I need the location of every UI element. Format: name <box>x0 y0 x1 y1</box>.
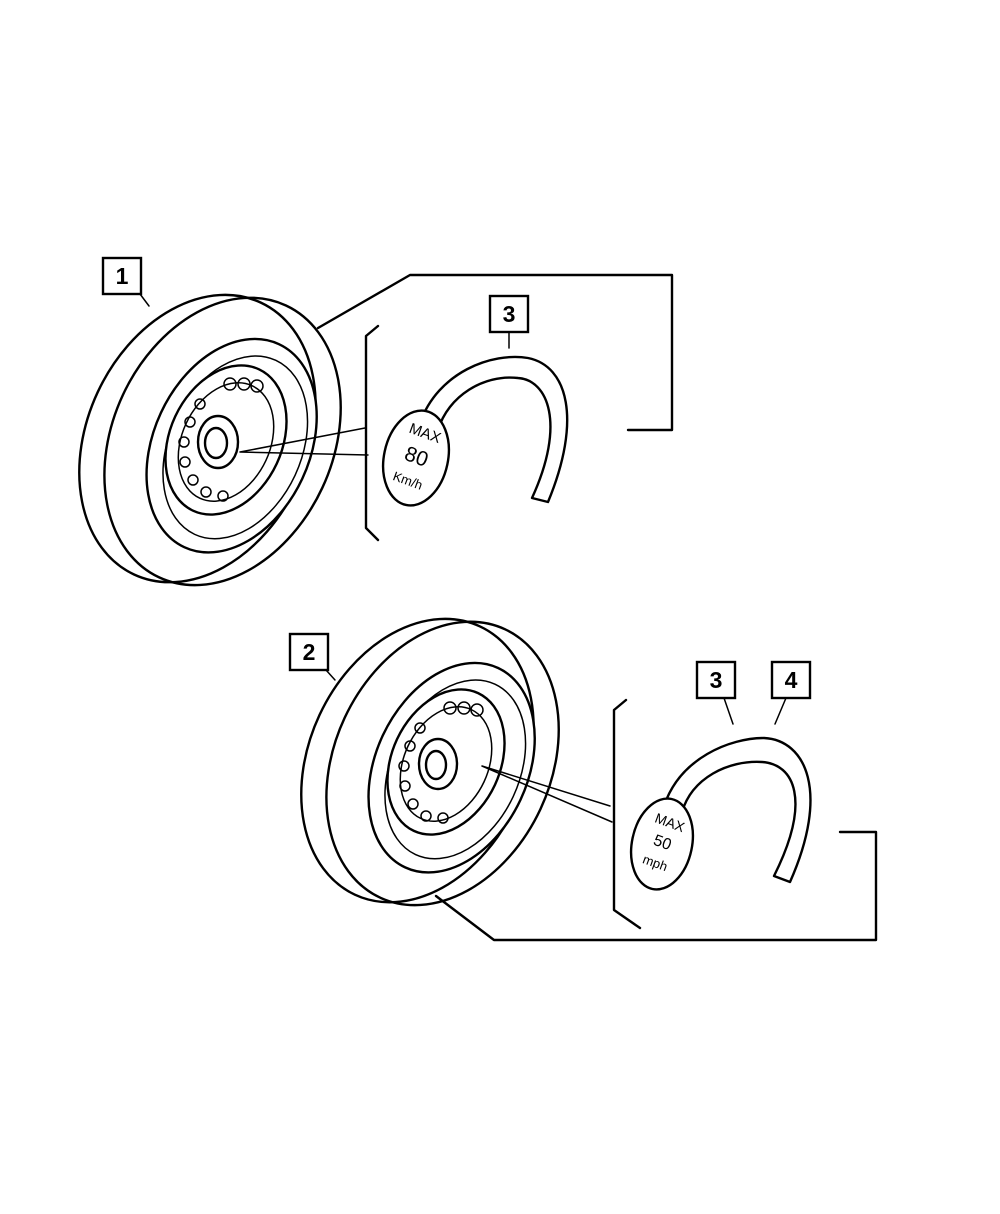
callout-3-lower[interactable]: 3 <box>695 660 737 700</box>
decal-lower: MAX 50 mph 3 4 <box>629 660 812 891</box>
bracket-lower-left <box>612 698 642 930</box>
steel-rim-upper <box>164 364 288 516</box>
bracket-lower-right <box>434 830 878 942</box>
callout-3-upper-label: 3 <box>503 301 516 327</box>
decal-badge-upper <box>381 409 451 507</box>
decal-strip-lower <box>662 736 812 884</box>
hub-lower <box>417 737 459 824</box>
bracket-upper-right <box>316 273 674 432</box>
callout-4[interactable]: 4 <box>770 660 812 700</box>
steel-rim-lower <box>386 688 506 836</box>
wheel-assembly-upper: 1 <box>78 256 674 587</box>
leader-callout-4 <box>774 697 787 725</box>
decal-strip-upper <box>418 355 569 504</box>
rim-vent-holes-lower <box>398 701 484 822</box>
callout-2[interactable]: 2 <box>288 632 330 672</box>
decal-upper: MAX 80 Km/h 3 <box>381 294 569 507</box>
leader-callout-2 <box>325 669 336 681</box>
decal-lower-speed: 50 <box>651 832 674 854</box>
callout-2-label: 2 <box>303 639 316 665</box>
leader-rim-to-decal-upper <box>239 427 369 456</box>
wheel-assembly-lower: 2 <box>288 617 878 942</box>
callout-1-label: 1 <box>116 263 129 289</box>
leader-rim-to-decal-lower <box>481 765 613 823</box>
bracket-upper-left <box>364 324 380 542</box>
callout-3-upper[interactable]: 3 <box>488 294 530 334</box>
callout-1[interactable]: 1 <box>101 256 143 296</box>
callout-3-lower-label: 3 <box>710 667 723 693</box>
leader-callout-3-lower <box>723 697 734 725</box>
hub-upper <box>196 414 240 502</box>
rim-vent-holes-upper <box>178 377 264 498</box>
callout-4-label: 4 <box>785 667 798 693</box>
decal-badge-lower <box>629 797 695 891</box>
leader-callout-1 <box>139 293 150 307</box>
